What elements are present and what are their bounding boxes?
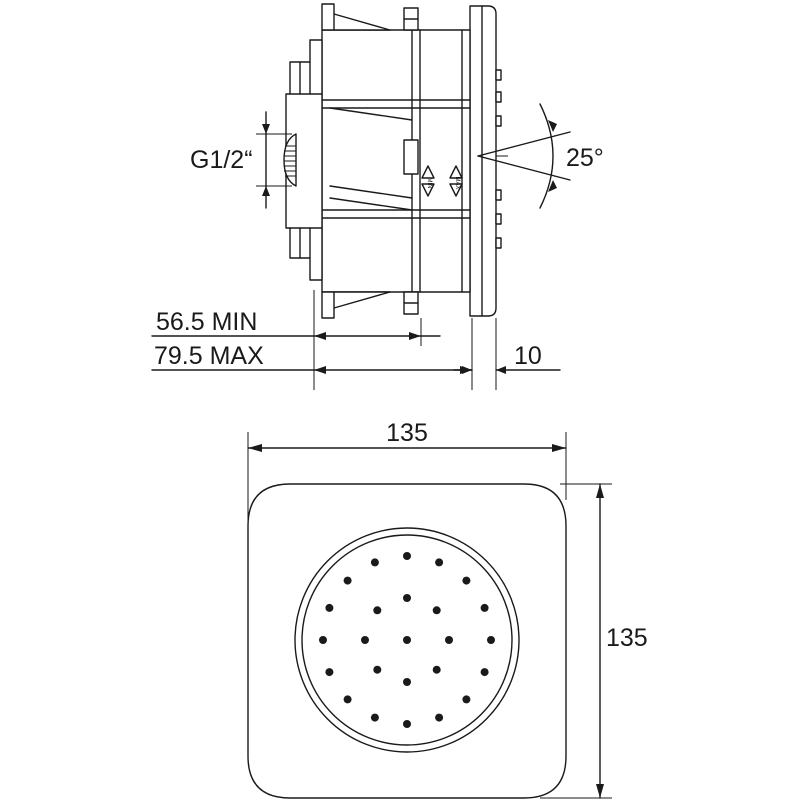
nozzle-hole [462, 695, 471, 704]
nozzle-hole [432, 665, 441, 674]
nozzle-hole [343, 695, 352, 704]
nozzle-hole [403, 636, 411, 644]
max-depth-label: 79.5 MAX [154, 342, 264, 370]
thread-connector [283, 133, 297, 187]
min-depth-dimension [151, 332, 441, 340]
nozzle-hole [319, 636, 327, 644]
nozzle-hole [403, 678, 411, 686]
nozzle-hole [432, 606, 441, 615]
housing-body [321, 29, 471, 293]
nozzle-hole [361, 636, 369, 644]
width-dimension [247, 444, 567, 452]
height-dimension [596, 483, 604, 799]
thread-label: G1/2“ [190, 146, 253, 174]
nozzle-hole [370, 558, 379, 567]
side-view: MIN MAX 25° G1/2“ [151, 3, 604, 390]
nozzle-hole [370, 713, 379, 722]
nozzle-hole [343, 576, 352, 585]
nozzle-hole [480, 668, 489, 677]
width-label: 135 [386, 419, 428, 447]
nozzle-disc-outer [294, 527, 520, 753]
square-plate [247, 483, 567, 799]
min-max-markers: MIN MAX [421, 165, 463, 197]
nozzle-hole [325, 668, 334, 677]
mark-max-text: MAX [454, 176, 460, 189]
nozzle-hole [403, 720, 411, 728]
face-nozzle-bumps [495, 69, 502, 249]
nozzle-holes [319, 552, 495, 728]
nozzle-hole [325, 603, 334, 612]
plate-thickness-dimension [453, 366, 561, 374]
min-depth-label: 56.5 MIN [156, 308, 257, 336]
nozzle-hole [373, 665, 382, 674]
nozzle-hole [445, 636, 453, 644]
nozzle-hole [373, 606, 382, 615]
nozzle-hole [435, 713, 444, 722]
mark-min-text: MIN [426, 178, 432, 189]
top-cone [321, 3, 391, 31]
plate-thickness-label: 10 [514, 342, 542, 370]
front-view: 135 135 [247, 419, 648, 799]
angle-label: 25° [566, 144, 604, 172]
nozzle-hole [487, 636, 495, 644]
nozzle-hole [403, 552, 411, 560]
angle-indicator [477, 103, 571, 209]
nozzle-hole [480, 603, 489, 612]
height-label: 135 [606, 624, 648, 652]
nozzle-hole [435, 558, 444, 567]
nozzle-hole [403, 594, 411, 602]
thread-dimension [256, 111, 292, 209]
bottom-cone [321, 291, 391, 319]
faceplate [469, 5, 497, 317]
nozzle-disc-inner [301, 534, 513, 746]
nozzle-hole [462, 576, 471, 585]
